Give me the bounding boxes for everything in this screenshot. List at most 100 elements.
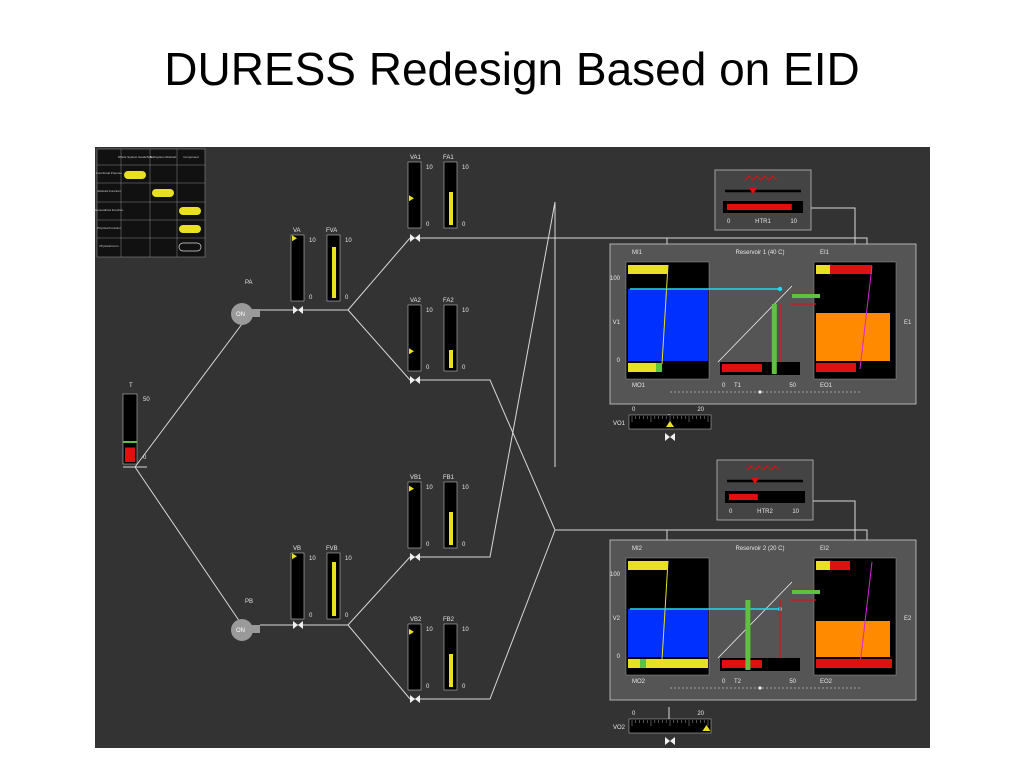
flow-min-label: 0 [462,684,466,690]
flow-level-bar [449,512,453,545]
matrix-cell-marker[interactable] [179,207,201,215]
scale-max-label: 100 [610,276,621,282]
valve-setting-pointer[interactable] [292,235,297,242]
matrix-row-header: Physical Function [97,226,121,230]
flow-label: FB2 [443,617,455,623]
valve-icon[interactable] [415,695,420,703]
valve-icon[interactable] [415,553,420,561]
mass-in-bar [628,561,668,570]
valve-icon[interactable] [410,695,415,703]
duress-schematic: T 50 0 PA ON PB ON VA100FVA100VB100FVB10… [95,148,917,745]
valve-setting-pointer[interactable] [409,195,414,202]
volume-fill [628,289,708,361]
valve-label: VA1 [410,155,422,161]
flow-gauge [443,304,458,372]
matrix-cell-marker[interactable] [124,171,146,179]
output-label: VO1 [613,421,626,427]
valve-icon[interactable] [410,234,415,242]
valve-icon[interactable] [410,376,415,384]
energy-balance-line [859,561,873,666]
energy-fill [816,313,890,361]
valve-flow-gauges: VA100FVA100VB100FVB100VA1100FA1100VA2100… [290,155,469,703]
heater-label: HTR2 [757,509,773,515]
temperature-label: T2 [734,679,742,685]
pump-b-label: PB [245,599,253,605]
flow-min-label: 0 [462,365,466,371]
temperature-max-label: 50 [789,383,796,389]
pump-b-icon[interactable] [231,619,253,641]
matrix-cell-marker[interactable] [152,189,174,197]
energy-fill [816,621,890,657]
temperature-indicator [771,304,777,374]
valve-min-label: 0 [426,365,430,371]
output-setting-pointer[interactable] [666,421,674,427]
heater-min-label: 0 [729,509,733,515]
valve-setting-gauge[interactable] [407,623,422,691]
output-valve-icon[interactable] [670,433,675,441]
valve-icon[interactable] [293,306,298,314]
valve-setting-pointer[interactable] [409,348,414,355]
flow-label: FA2 [443,298,454,304]
matrix-cell-marker[interactable] [178,242,202,252]
valve-setting-gauge[interactable] [407,304,422,372]
slide-title: DURESS Redesign Based on EID [164,43,860,95]
matrix-column-header: Whole System Goals/Sub [118,155,153,159]
valve-icon[interactable] [293,621,298,629]
source-min-label: 0 [143,455,147,461]
valve-icon[interactable] [298,621,303,629]
flow-min-label: 0 [345,613,349,619]
scale-min-label: 0 [617,358,621,364]
valve-icon[interactable] [415,234,420,242]
valve-label: VB1 [410,475,422,481]
valve-setting-pointer[interactable] [409,485,414,492]
valve-setting-pointer[interactable] [409,628,414,635]
valve-icon[interactable] [415,376,420,384]
heater-max-label: 10 [790,219,797,225]
volume-fill [628,609,708,657]
valve-setting-gauge[interactable] [407,161,422,229]
volume-label: V2 [613,616,621,622]
source-level-bar [125,447,135,462]
output-valve-icon[interactable] [665,433,670,441]
matrix-row-header: Generalized Function [95,208,124,212]
heater-setting-pointer[interactable] [749,188,757,194]
matrix-row-header: Functional Purpose [96,171,122,175]
heater-min-label: 0 [727,219,731,225]
flow-max-label: 10 [462,485,469,491]
flow-label: FA1 [443,155,454,161]
mass-in-label: MI2 [632,546,643,552]
output-valve-icon[interactable] [665,737,670,745]
flow-label: FVB [326,546,338,552]
energy-balance-line [859,265,873,370]
valve-setting-gauge[interactable] [407,481,422,549]
flow-max-label: 10 [462,627,469,633]
output-valve-icon[interactable] [670,737,675,745]
matrix-cell-marker[interactable] [179,225,201,233]
valve-icon[interactable] [298,306,303,314]
valve-setting-gauge[interactable] [290,552,305,620]
heater-coil-icon [744,175,778,181]
heater-setting-pointer[interactable] [751,478,759,484]
energy-out-bar [816,659,892,668]
pump-a-icon[interactable] [231,303,253,325]
pump-b-state: ON [236,628,245,634]
pump-a[interactable]: PA ON [231,280,260,325]
valve-setting-gauge[interactable] [290,234,305,302]
temperature-min-label: 0 [722,679,726,685]
valve-min-label: 0 [426,222,430,228]
valve-setting-pointer[interactable] [292,553,297,560]
flow-level-bar [449,654,453,687]
output-setting-pointer[interactable] [702,725,711,731]
valve-icon[interactable] [410,553,415,561]
temperature-bar [722,660,762,668]
pump-b[interactable]: PB ON [231,599,260,641]
heater-frame [714,169,812,231]
valve-label: VA2 [410,298,422,304]
output-label: VO2 [613,725,626,731]
flow-label: FB1 [443,475,455,481]
